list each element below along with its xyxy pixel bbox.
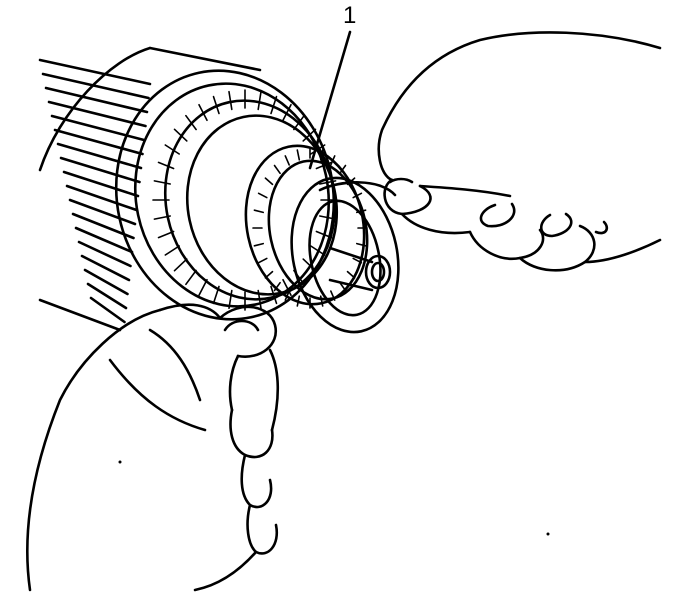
bearing-tooth	[273, 281, 281, 292]
core-stripe	[50, 114, 146, 142]
core-stripe	[68, 198, 137, 226]
bearing-tooth	[253, 209, 265, 214]
speck	[118, 460, 122, 464]
bearing-tooth	[257, 257, 268, 264]
core-stripe	[86, 282, 128, 310]
commutator-segment	[173, 258, 188, 272]
bearing-tooth	[296, 295, 301, 307]
commutator-segment	[198, 103, 208, 122]
commutator-segment	[157, 161, 175, 170]
bearing-tooth	[253, 242, 265, 247]
bearing-tooth	[257, 192, 268, 199]
bearing-tooth	[355, 242, 367, 247]
bearing-teeth	[252, 147, 368, 309]
commutator-segment	[212, 285, 220, 305]
commutator-segment	[318, 215, 337, 220]
commutator-segment	[198, 278, 208, 297]
commutator-segment	[257, 90, 262, 111]
bearing-tooth	[339, 281, 347, 292]
bearing-tooth	[284, 155, 291, 166]
right-hand	[377, 31, 662, 272]
core-stripe	[59, 156, 141, 184]
bearing-tooth	[284, 290, 291, 301]
commutator-segment	[282, 103, 292, 122]
core-stripe	[38, 58, 152, 86]
commutator-segment	[185, 269, 197, 286]
bearing-tooth	[264, 270, 274, 279]
commutator-segment	[185, 114, 197, 131]
core-stripe	[65, 184, 138, 212]
core-stripe	[56, 142, 143, 170]
core-stripe	[80, 254, 131, 282]
commutator-segment	[164, 245, 180, 256]
commutator-segment	[257, 289, 262, 310]
shaft	[328, 246, 392, 292]
commutator-segment	[212, 95, 220, 115]
commutator-segment	[282, 278, 292, 297]
bearing-tooth	[339, 164, 347, 175]
commutator-segment	[302, 128, 317, 142]
speck	[546, 532, 550, 536]
commutator-segment	[270, 95, 278, 115]
bearing-tooth	[296, 149, 301, 161]
commutator-segment	[318, 180, 337, 185]
bearing-part-1	[244, 144, 369, 309]
commutator-segment	[173, 128, 188, 142]
core-stripe	[41, 72, 150, 100]
bearing-tooth	[352, 257, 363, 264]
left-hand	[26, 303, 280, 592]
core-stripe	[74, 226, 134, 254]
bearing-tooth	[329, 155, 336, 166]
core-stripe	[53, 128, 144, 156]
commutator-segment	[153, 215, 171, 220]
commutator-segment	[228, 90, 233, 111]
callout-leader-line	[308, 30, 352, 170]
armature-core-stripes	[38, 58, 152, 324]
core-stripe	[83, 268, 129, 296]
bearing-tooth	[264, 177, 274, 186]
core-stripe	[62, 170, 140, 198]
bearing-tooth	[329, 290, 336, 301]
commutator-segment	[164, 144, 180, 155]
commutator-segment	[153, 180, 171, 185]
commutator-segment	[157, 230, 175, 239]
bearing-tooth	[273, 164, 281, 175]
core-stripe	[77, 240, 132, 268]
commutator-segment	[228, 289, 233, 310]
commutator-segment	[293, 114, 305, 131]
core-stripe	[44, 86, 149, 114]
bearing-tooth	[352, 192, 363, 199]
commutator-segment	[315, 161, 333, 170]
bearing-tooth	[319, 149, 324, 161]
core-stripe	[47, 100, 147, 128]
core-stripe	[89, 296, 126, 324]
end-bushing	[290, 176, 400, 334]
callout-label-1: 1	[343, 2, 357, 29]
armature-core-outline	[38, 46, 262, 332]
bearing-tooth	[319, 295, 324, 307]
commutator-segment	[309, 245, 326, 256]
commutator-segment	[270, 285, 278, 305]
commutator-segment	[315, 230, 333, 239]
bearing-tooth	[346, 270, 356, 279]
